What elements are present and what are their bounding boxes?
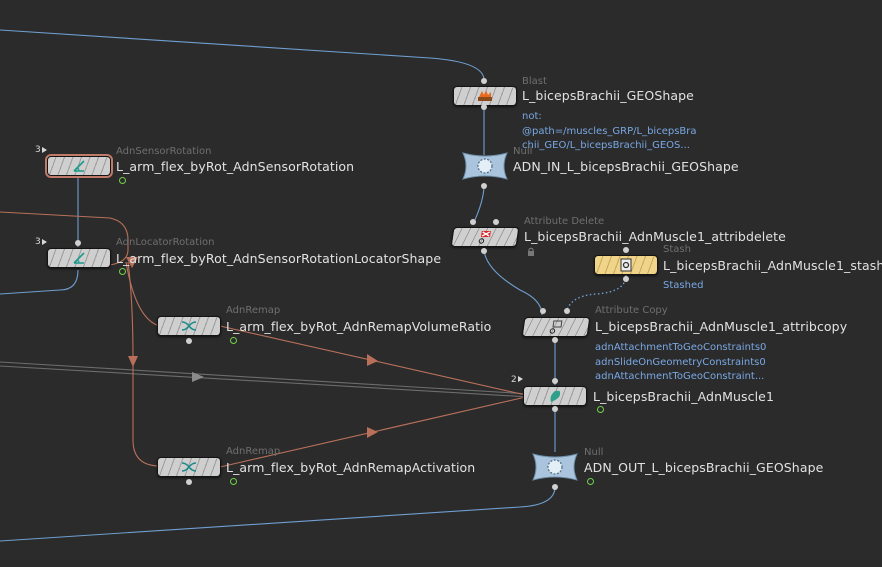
node-name[interactable]: L_bicepsBrachii_AdnMuscle1_attribcopy	[595, 319, 848, 334]
output-connector[interactable]	[552, 337, 558, 343]
node-type-label: Stash	[663, 244, 691, 255]
wire-gray-arrow	[192, 372, 204, 382]
node-tile[interactable]	[521, 317, 591, 337]
output-connector[interactable]	[552, 406, 558, 412]
node-name[interactable]: ADN_IN_L_bicepsBrachii_GEOShape	[513, 159, 739, 174]
input-connector[interactable]	[481, 78, 487, 84]
input-count: 2	[511, 375, 517, 385]
null-icon[interactable]	[461, 149, 509, 183]
output-connector[interactable]	[481, 104, 487, 110]
node-tile[interactable]	[45, 154, 113, 178]
input-connector[interactable]	[493, 219, 499, 225]
blast-icon	[476, 89, 494, 103]
output-connector[interactable]	[623, 276, 629, 282]
wire-orange-offscreen-to-locator	[0, 211, 129, 266]
info-line: adnAttachmentToGeoConstraints0	[595, 342, 767, 353]
node-tile[interactable]	[594, 255, 658, 275]
wire-orange-arrow-3	[367, 354, 378, 366]
input-connector[interactable]	[75, 240, 81, 246]
multi-input-flag	[518, 376, 523, 382]
node-info: Stashed	[663, 279, 703, 294]
input-connector[interactable]	[564, 308, 570, 314]
input-connector[interactable]	[623, 247, 629, 253]
output-connector[interactable]	[481, 248, 487, 254]
node-tile[interactable]	[157, 316, 221, 336]
info-line: @path=/muscles_GRP/L_bicepsBra	[522, 125, 697, 137]
wire-locator-to-offscreen	[0, 269, 79, 295]
remap-icon	[180, 319, 198, 333]
node-name[interactable]: L_arm_flex_byRot_AdnRemapActivation	[226, 460, 476, 475]
node-info: not: @path=/muscles_GRP/L_bicepsBra chii…	[522, 110, 697, 154]
wire-attrdelete-to-attrcopy	[483, 249, 543, 316]
node-type-label: Null	[513, 146, 533, 157]
node-name[interactable]: L_arm_flex_byRot_AdnRemapVolumeRatio	[226, 319, 492, 334]
node-type-label: AdnSensorRotation	[116, 146, 212, 157]
wire-orange-arrow-2	[128, 356, 138, 367]
node-type-label: Attribute Delete	[524, 216, 605, 227]
output-connector[interactable]	[186, 479, 192, 485]
lock-icon[interactable]	[527, 247, 535, 257]
status-ring	[119, 177, 126, 184]
output-connector[interactable]	[552, 484, 558, 490]
info-line: adnSlideOnGeometryConstraints0	[595, 356, 766, 368]
node-name[interactable]: L_arm_flex_byRot_AdnSensorRotationLocato…	[116, 251, 442, 266]
status-ring	[597, 406, 604, 413]
node-name[interactable]: L_bicepsBrachii_AdnMuscle1_attribdelete	[524, 229, 786, 244]
node-tile[interactable]	[47, 248, 111, 268]
wire-orange-arrow-1	[126, 257, 138, 268]
node-tile[interactable]	[450, 227, 520, 247]
node-type-label: AdnLocatorRotation	[116, 237, 215, 248]
status-ring	[587, 478, 594, 485]
info-line: chii_GEO/L_bicepsBrachii_GEOS...	[522, 140, 690, 151]
multi-input-flag	[42, 239, 47, 245]
node-tile[interactable]	[523, 386, 587, 406]
status-ring	[230, 478, 237, 485]
input-connector[interactable]	[552, 378, 558, 384]
node-tile[interactable]	[157, 457, 221, 477]
multi-input-flag	[42, 147, 47, 153]
status-ring	[230, 337, 237, 344]
node-type-label: AdnRemap	[226, 305, 281, 316]
status-ring	[119, 268, 126, 275]
attribute-copy-icon	[546, 320, 566, 334]
node-info: adnAttachmentToGeoConstraints0 adnSlideO…	[595, 341, 766, 385]
wire-gray-offscreen-to-muscle-2	[0, 365, 531, 398]
input-connector[interactable]	[540, 308, 546, 314]
output-connector[interactable]	[186, 338, 192, 344]
null-icon[interactable]	[531, 450, 579, 484]
input-count: 3	[35, 145, 41, 155]
node-name[interactable]: L_bicepsBrachii_AdnMuscle1_stash	[663, 258, 882, 273]
muscle-icon	[546, 389, 564, 403]
node-tile[interactable]	[453, 86, 517, 106]
node-type-label: Attribute Copy	[595, 305, 668, 316]
wire-null-in-to-attrdelete	[473, 184, 485, 223]
wire-offscreen-to-blast	[0, 29, 485, 81]
wire-orange-locator-to-remap-volume	[125, 261, 161, 327]
input-connector[interactable]	[470, 219, 476, 225]
node-name[interactable]: L_bicepsBrachii_GEOShape	[522, 88, 694, 103]
wire-null-out-to-offscreen	[0, 486, 556, 542]
attribute-delete-icon	[475, 230, 495, 244]
locator-rotation-icon	[70, 251, 88, 265]
wire-stash-to-attrcopy	[565, 274, 627, 316]
node-name[interactable]: ADN_OUT_L_bicepsBrachii_GEOShape	[584, 460, 824, 475]
wire-gray-offscreen-to-muscle	[0, 361, 531, 395]
node-name[interactable]: L_bicepsBrachii_AdnMuscle1	[593, 389, 774, 404]
node-type-label: Blast	[522, 76, 547, 87]
info-line: Stashed	[663, 280, 704, 291]
stash-icon	[617, 258, 635, 272]
info-line: adnAttachmentToGeoConstraint...	[595, 371, 765, 382]
remap-icon	[180, 460, 198, 474]
sensor-rotation-icon	[70, 159, 88, 173]
output-connector[interactable]	[481, 183, 487, 189]
node-name[interactable]: L_arm_flex_byRot_AdnSensorRotation	[116, 159, 355, 174]
input-count: 3	[35, 237, 41, 247]
node-type-label: AdnRemap	[226, 446, 281, 457]
info-line: not:	[522, 111, 542, 122]
node-type-label: Null	[584, 447, 604, 458]
wire-orange-arrow-4	[367, 427, 378, 438]
